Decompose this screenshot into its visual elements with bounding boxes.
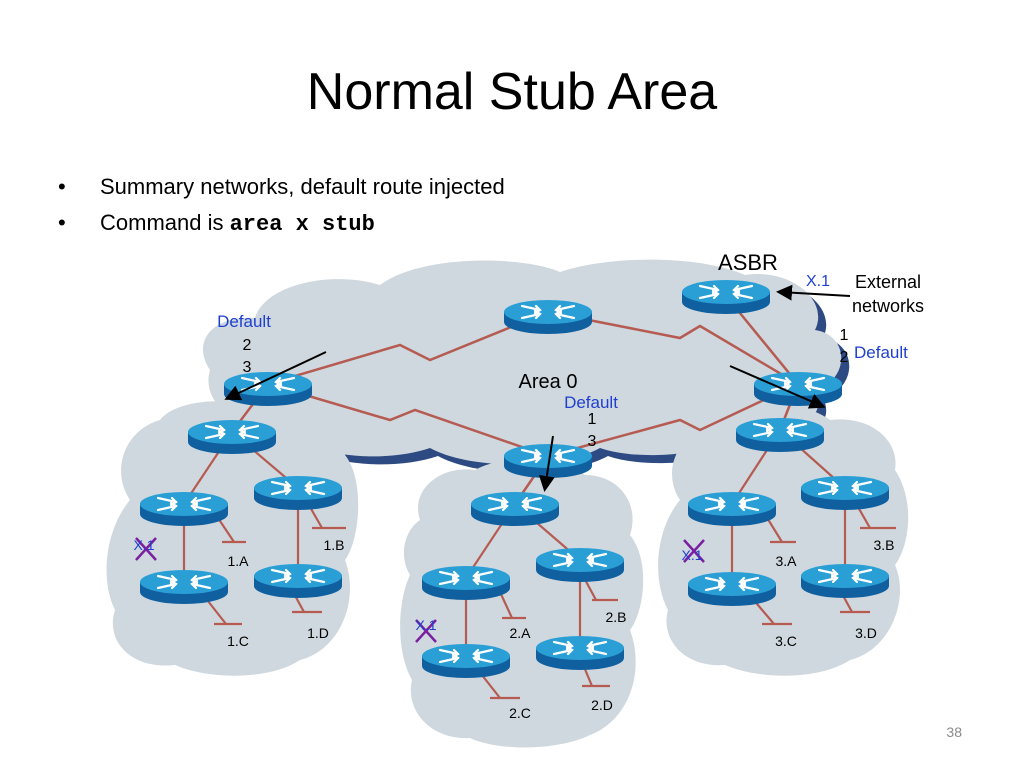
area1-router-icon [138,568,230,606]
area1-router-icon [186,418,278,456]
area2-router-icon [534,634,626,672]
area3-router-icon [799,474,891,512]
router-icon [502,298,594,336]
default-left-n2: 3 [243,359,252,376]
bullet-summary: • Summary networks, default route injecte… [58,174,505,200]
area3-router-icon [686,490,778,528]
asbr-router-icon [680,278,772,316]
network-label: 3.B [873,537,894,553]
network-label: 1.B [323,537,344,553]
default-right-n1: 1 [840,327,849,344]
default-center-n2: 3 [588,433,597,450]
blocked-x1-label: X.1 [681,547,702,563]
default-left-label: Default [217,312,271,331]
area1-router-icon [138,490,230,528]
default-right-label: Default [854,343,908,362]
area0-label: Area 0 [519,371,578,393]
external-arrow-icon [776,284,851,301]
default-right-arrow-icon [729,365,826,409]
area2-router-icon [534,546,626,584]
command-code: area x stub [229,212,375,237]
area3-cloud [658,404,909,676]
network-label: 1.A [227,553,249,569]
asbr-label: ASBR [718,250,778,275]
area2-router-icon [420,564,512,602]
area3-router-icon [734,416,826,454]
x1-label: X.1 [806,273,830,290]
network-label: 2.A [509,625,531,641]
bullet-text: Summary networks, default route injected [100,174,505,199]
network-label: 2.B [605,609,626,625]
network-label: 3.C [775,633,797,649]
blocked-x1-cross-icon [135,537,157,561]
blocked-x1-cross-icon [415,619,437,643]
network-label: 1.D [307,625,329,641]
default-left-n1: 2 [243,337,252,354]
bullet-text: Command is [100,210,230,235]
area3-router-icon [799,562,891,600]
area2-router-icon [469,490,561,528]
network-label: 3.A [775,553,797,569]
network-label: 2.D [591,697,613,713]
abr-left-router-icon [222,370,314,408]
area1-router-icon [252,562,344,600]
default-center-n1: 1 [588,411,597,428]
default-right-n2: 2 [840,349,849,366]
blocked-x1-cross-icon [683,539,705,563]
blocked-x1-label: X.1 [415,617,436,633]
default-route-arrows [224,284,851,492]
abr-right-router-icon [752,370,844,408]
networks-label: networks [852,296,924,316]
slide-title: Normal Stub Area [306,63,718,121]
default-center-arrow-icon [538,435,555,492]
area2-router-icon [420,642,512,680]
bullet-command: • Command is area x stub [58,210,375,237]
blocked-x1-label: X.1 [133,537,154,553]
external-label: External [855,272,921,292]
bullet-dot-icon: • [58,210,66,235]
network-label: 3.D [855,625,877,641]
default-center-label: Default [564,393,618,412]
slide-number: 38 [946,724,962,740]
area1-router-icon [252,474,344,512]
area0-cloud [202,259,850,473]
network-label: 2.C [509,705,531,721]
area3-router-icon [686,570,778,608]
bullet-dot-icon: • [58,174,66,199]
network-label: 1.C [227,633,249,649]
default-left-arrow-icon [224,351,327,401]
